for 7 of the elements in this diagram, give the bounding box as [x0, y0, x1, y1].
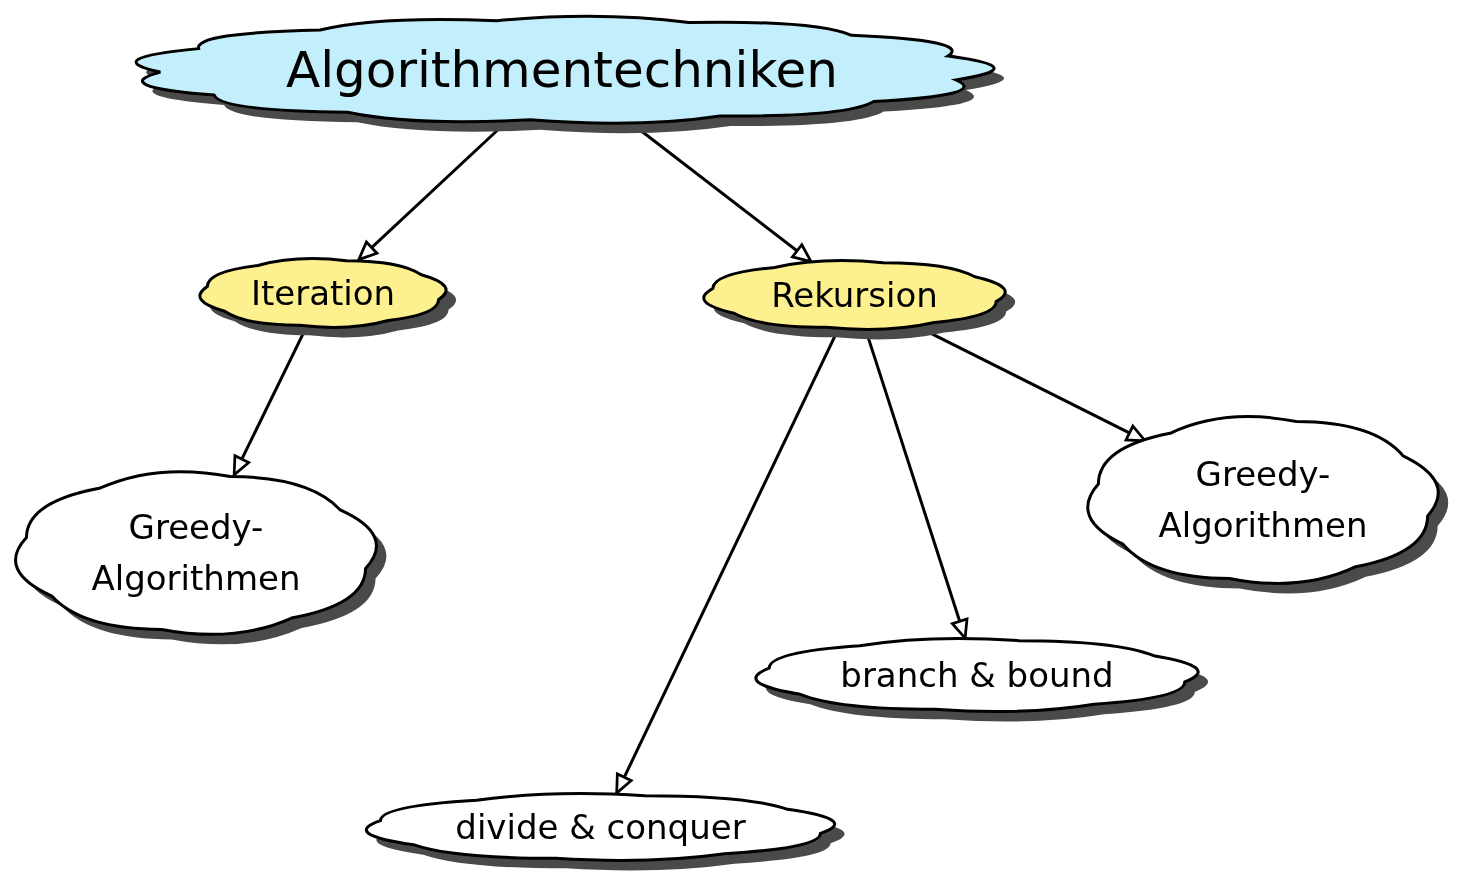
node-label: Algorithmentechniken [285, 39, 839, 101]
node-label: Iteration [250, 271, 396, 315]
node-label: Greedy-Algorithmen [1157, 453, 1369, 547]
node-label: Rekursion [771, 273, 938, 317]
node-label: divide & conquer [455, 805, 746, 849]
node-label: Greedy-Algorithmen [90, 506, 302, 600]
node-label: branch & bound [840, 653, 1114, 697]
